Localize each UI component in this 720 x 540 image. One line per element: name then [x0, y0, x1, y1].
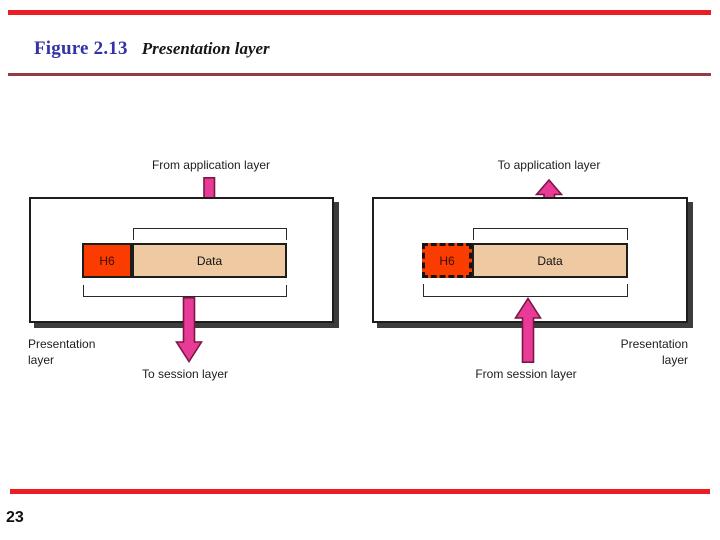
- left-top-label: From application layer: [151, 158, 271, 172]
- slide-title: Figure 2.13 Presentation layer: [34, 38, 684, 64]
- left-data-box: Data: [132, 243, 287, 278]
- right-bottom-label: From session layer: [475, 367, 577, 381]
- left-top-bracket: [133, 228, 287, 240]
- left-bottom-label: To session layer: [141, 367, 229, 381]
- page-number: 23: [6, 509, 24, 526]
- right-layer-label: Presentation layer: [588, 336, 688, 368]
- right-layer-label-line1: Presentation: [620, 337, 688, 351]
- left-h6-box: H6: [82, 243, 132, 278]
- left-layer-label-line2: layer: [28, 353, 55, 367]
- top-rule: [8, 10, 711, 15]
- right-bottom-bracket: [423, 284, 628, 297]
- right-layer-label-line2: layer: [661, 353, 688, 367]
- left-layer-label-line1: Presentation: [28, 337, 96, 351]
- left-layer-label: Presentation layer: [28, 336, 138, 368]
- left-data-label: Data: [196, 253, 223, 268]
- left-h6-label: H6: [99, 253, 115, 268]
- right-top-label: To application layer: [497, 158, 601, 172]
- figure-number: Figure 2.13: [34, 38, 128, 59]
- down-arrow-icon: [175, 297, 203, 363]
- bottom-rule: [10, 489, 710, 494]
- right-data-label: Data: [537, 253, 563, 268]
- figure-caption: Presentation layer: [141, 39, 270, 58]
- title-divider-rule: [8, 73, 711, 76]
- up-arrow-icon: [514, 297, 542, 363]
- left-bottom-bracket: [83, 285, 287, 297]
- right-h6-label: H6: [439, 253, 455, 268]
- right-data-box: Data: [472, 243, 628, 278]
- right-h6-box: H6: [422, 243, 472, 278]
- right-top-bracket: [473, 228, 628, 240]
